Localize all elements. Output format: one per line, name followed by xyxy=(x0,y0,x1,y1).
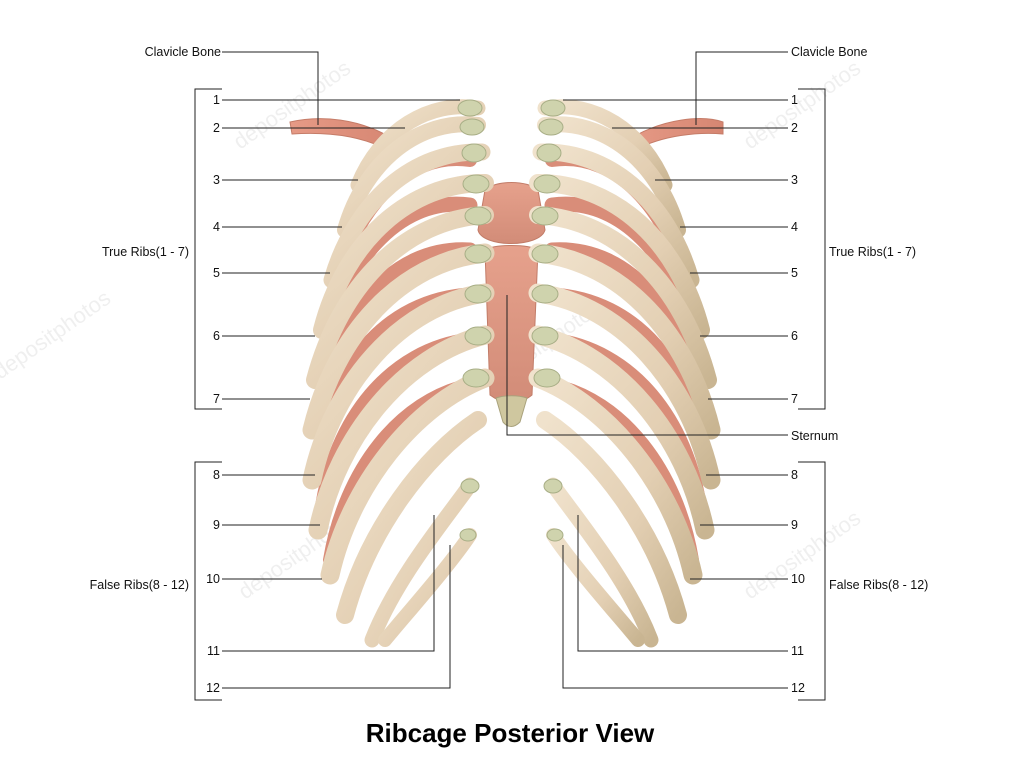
rib-number-left: 9 xyxy=(213,518,220,532)
label-clavicle-left: Clavicle Bone xyxy=(145,45,221,59)
rib-number-left: 1 xyxy=(213,93,220,107)
rib-number-right: 2 xyxy=(791,121,798,135)
rib-number-left: 5 xyxy=(213,266,220,280)
label-false-ribs-right: False Ribs(8 - 12) xyxy=(829,578,928,592)
watermark-text: depositphotos xyxy=(229,55,356,154)
bracket-true-ribs-right xyxy=(798,88,826,410)
bracket-false-ribs-right xyxy=(798,461,826,701)
rib-number-left: 12 xyxy=(206,681,220,695)
rib-number-right: 5 xyxy=(791,266,798,280)
watermark-text: depositphotos xyxy=(0,285,115,384)
ribs-left xyxy=(302,99,495,648)
watermark-text: depositphotos xyxy=(739,55,866,154)
rib-heads xyxy=(457,99,566,542)
label-true-ribs-right: True Ribs(1 - 7) xyxy=(829,245,916,259)
rib-number-right: 6 xyxy=(791,329,798,343)
rib-number-left: 7 xyxy=(213,392,220,406)
diagram-title: Ribcage Posterior View xyxy=(366,718,655,748)
label-false-ribs-left: False Ribs(8 - 12) xyxy=(90,578,189,592)
rib-number-right: 1 xyxy=(791,93,798,107)
rib-number-right: 8 xyxy=(791,468,798,482)
rib-number-right: 10 xyxy=(791,572,805,586)
rib-number-right: 12 xyxy=(791,681,805,695)
bracket-false-ribs-left xyxy=(194,461,222,701)
ribs-right xyxy=(528,99,721,648)
rib-number-right: 11 xyxy=(791,644,804,658)
rib-number-left: 10 xyxy=(206,572,220,586)
rib-number-right: 9 xyxy=(791,518,798,532)
sternum-bone xyxy=(477,182,546,427)
rib-number-right: 4 xyxy=(791,220,798,234)
brackets xyxy=(194,88,826,701)
label-true-ribs-left: True Ribs(1 - 7) xyxy=(102,245,189,259)
labels: Clavicle Bone Clavicle Bone True Ribs(1 … xyxy=(90,45,929,748)
ribcage-illustration xyxy=(289,99,724,648)
bracket-true-ribs-left xyxy=(194,88,222,410)
rib-number-left: 2 xyxy=(213,121,220,135)
label-sternum: Sternum xyxy=(791,429,838,443)
rib-number-left: 4 xyxy=(213,220,220,234)
label-clavicle-right: Clavicle Bone xyxy=(791,45,867,59)
rib-number-right: 7 xyxy=(791,392,798,406)
leader-lines xyxy=(222,51,788,689)
rib-number-left: 8 xyxy=(213,468,220,482)
rib-number-right: 3 xyxy=(791,173,798,187)
rib-number-left: 11 xyxy=(207,644,220,658)
rib-number-left: 3 xyxy=(213,173,220,187)
rib-number-left: 6 xyxy=(213,329,220,343)
